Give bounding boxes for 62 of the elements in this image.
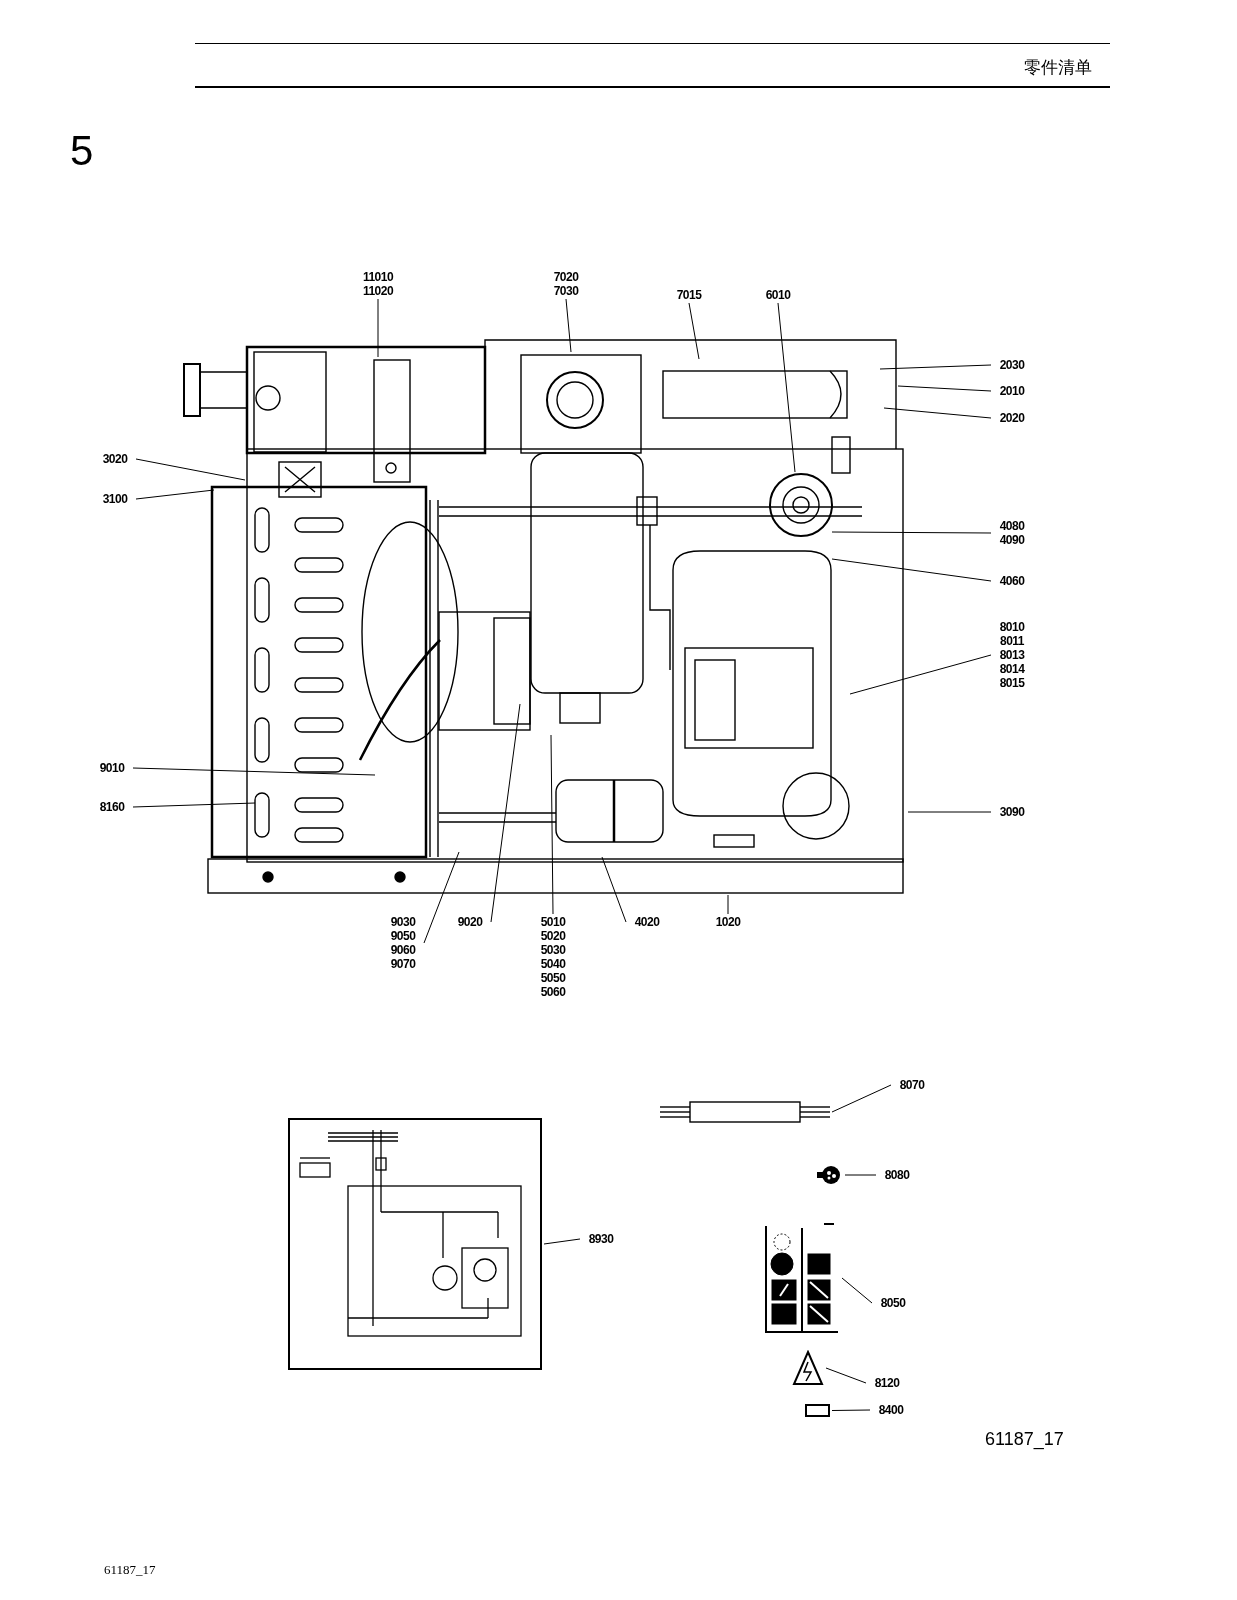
cable-heater-drawing bbox=[660, 1098, 830, 1126]
callout-number: 8160 bbox=[98, 800, 126, 814]
callout-number: 11010 11020 bbox=[361, 270, 395, 298]
leader-line bbox=[550, 734, 554, 915]
page-label: 61187_17 bbox=[104, 1561, 156, 1579]
callout-number: 8050 bbox=[879, 1296, 907, 1310]
leader-line bbox=[377, 298, 379, 358]
callout-number: 8070 bbox=[898, 1078, 926, 1092]
page-label: 61187_17 bbox=[985, 1428, 1064, 1452]
callout-number: 9010 bbox=[98, 761, 126, 775]
leader-line bbox=[841, 1277, 873, 1304]
callout-number: 2030 bbox=[998, 358, 1026, 372]
leader-line bbox=[831, 1409, 871, 1411]
wiring-diagram-drawing bbox=[288, 1118, 542, 1370]
leader-line bbox=[831, 558, 992, 582]
callout-number: 1020 bbox=[714, 915, 742, 929]
leader-line bbox=[831, 531, 992, 534]
leader-line bbox=[135, 489, 215, 500]
leader-line bbox=[132, 767, 376, 776]
callout-number: 5010 5020 5030 5040 5050 5060 bbox=[539, 915, 567, 999]
leader-line bbox=[727, 894, 729, 915]
callout-number: 3090 bbox=[998, 805, 1026, 819]
leader-line bbox=[601, 856, 627, 923]
leader-line bbox=[825, 1367, 867, 1384]
leader-line bbox=[135, 458, 246, 481]
callout-number: 3100 bbox=[101, 492, 129, 506]
leader-line bbox=[543, 1238, 581, 1245]
leader-line bbox=[831, 1084, 892, 1113]
leader-line bbox=[565, 298, 572, 353]
leader-line bbox=[423, 851, 460, 944]
leader-line bbox=[844, 1174, 877, 1176]
callout-number: 6010 bbox=[764, 288, 792, 302]
leader-line bbox=[132, 802, 256, 808]
page-label: 零件清单 bbox=[1024, 56, 1092, 79]
callout-number: 8120 bbox=[873, 1376, 901, 1390]
leader-line bbox=[688, 302, 700, 360]
connector-drawing bbox=[815, 1164, 843, 1186]
warning-triangle-drawing bbox=[792, 1350, 824, 1386]
leader-line bbox=[777, 302, 796, 473]
symbol-sticker-drawing bbox=[764, 1222, 840, 1334]
small-plate-drawing bbox=[805, 1404, 830, 1417]
callout-number: 4080 4090 bbox=[998, 519, 1026, 547]
leader-line bbox=[490, 703, 521, 923]
callout-number: 8400 bbox=[877, 1403, 905, 1417]
leader-line bbox=[897, 385, 992, 392]
section-number: 5 bbox=[70, 130, 94, 172]
callout-number: 8080 bbox=[883, 1168, 911, 1182]
leader-line bbox=[907, 811, 992, 813]
callout-number: 7015 bbox=[675, 288, 703, 302]
callout-number: 2020 bbox=[998, 411, 1026, 425]
leader-line bbox=[879, 364, 992, 370]
leader-line bbox=[849, 654, 992, 695]
leader-line bbox=[883, 407, 992, 419]
callout-number: 4020 bbox=[633, 915, 661, 929]
callout-number: 8930 bbox=[587, 1232, 615, 1246]
callout-number: 7020 7030 bbox=[552, 270, 580, 298]
callout-number: 3020 bbox=[101, 452, 129, 466]
callout-number: 9030 9050 9060 9070 bbox=[389, 915, 417, 971]
callout-number: 2010 bbox=[998, 384, 1026, 398]
callout-number: 4060 bbox=[998, 574, 1026, 588]
callout-number: 8010 8011 8013 8014 8015 bbox=[998, 620, 1026, 690]
callout-number: 9020 bbox=[456, 915, 484, 929]
